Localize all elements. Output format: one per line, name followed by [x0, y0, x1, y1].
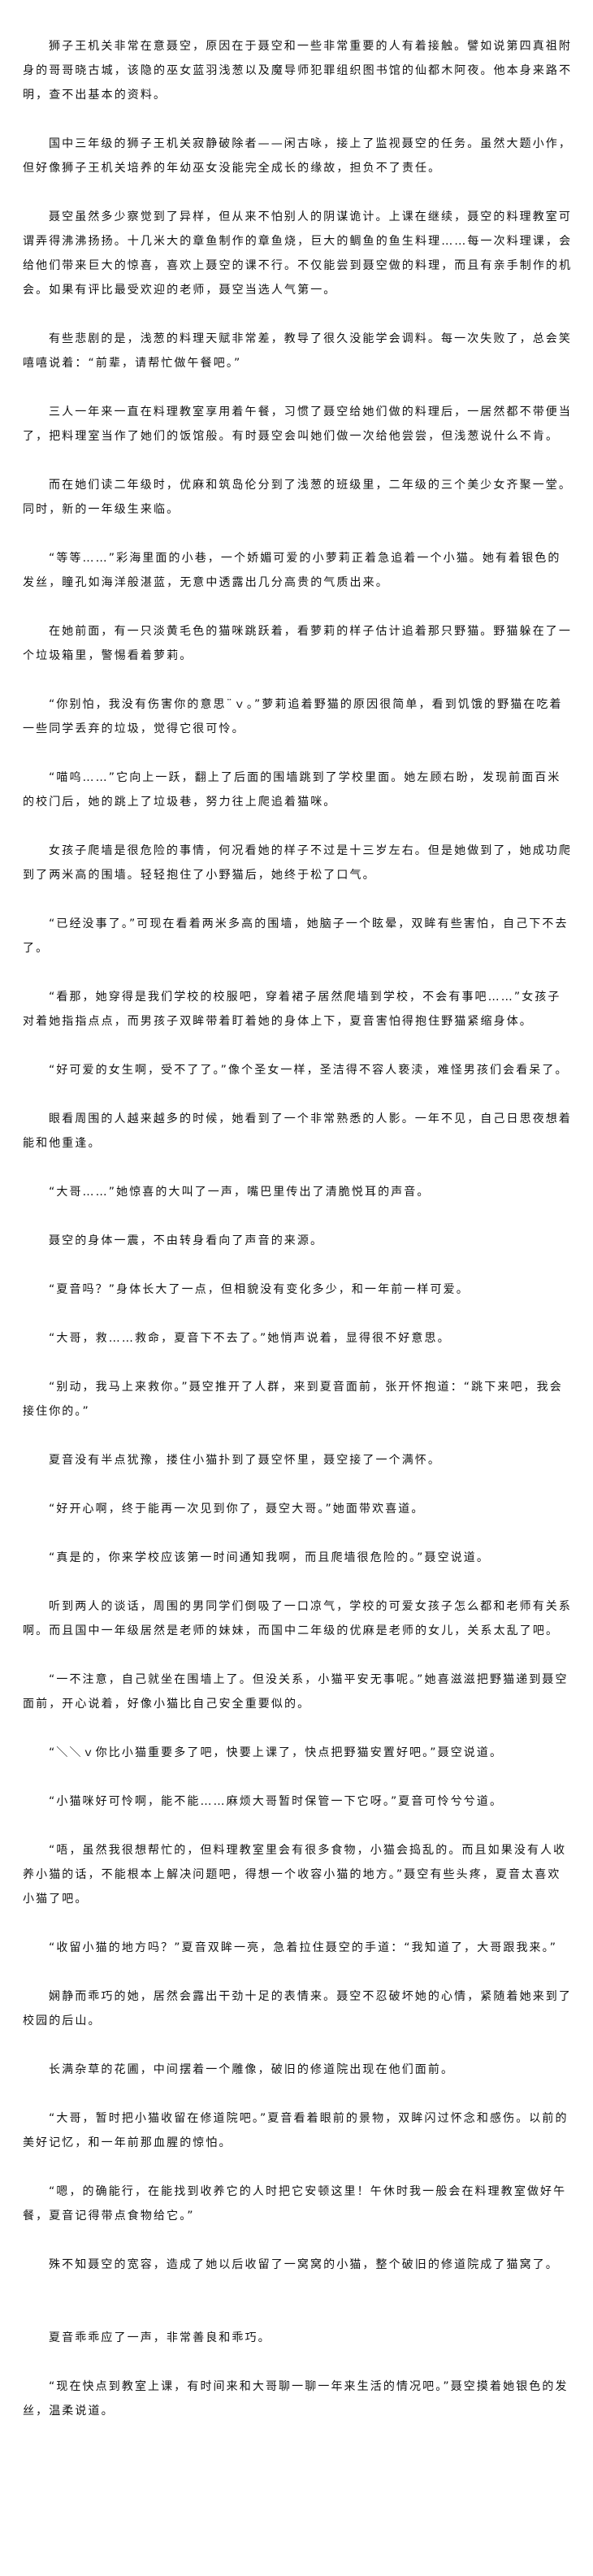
- paragraph: 娴静而乖巧的她，居然会露出干劲十足的表情来。聂空不忍破坏她的心情，紧随着她来到了…: [23, 1990, 572, 2027]
- paragraph: “小猫咪好可怜啊，能不能……麻烦大哥暂时保管一下它呀。”夏音可怜兮兮道。: [49, 1795, 504, 1808]
- paragraph: “大哥……”她惊喜的大叫了一声，嘴巴里传出了清脆悦耳的声音。: [49, 1186, 431, 1199]
- document-body: 狮子王机关非常在意聂空，原因在于聂空和一些非常重要的人有着接触。譬如说第四真祖附…: [23, 34, 574, 2448]
- paragraph: “好开心啊，终于能再一次见到你了，聂空大哥。”她面带欢喜道。: [49, 1503, 425, 1516]
- paragraph: “唔，虽然我很想帮忙的，但料理教室里会有很多食物，小猫会捣乱的。而且如果没有人收…: [23, 1844, 567, 1906]
- paragraph: 殊不知聂空的宽容，造成了她以后收留了一窝窝的小猫，整个破旧的修道院成了猫窝了。: [49, 2258, 559, 2271]
- paragraph: “大哥，暂时把小猫收留在修道院吧。”夏音看着眼前的景物，双眸闪过怀念和感伤。以前…: [23, 2112, 569, 2149]
- paragraph: 夏音没有半点犹豫，搂住小猫扑到了聂空怀里，聂空接了一个满怀。: [49, 1454, 441, 1467]
- paragraph: “现在快点到教室上课，有时间来和大哥聊一聊一年来生活的情况吧。”聂空摸着她银色的…: [23, 2380, 569, 2418]
- paragraph: “等等……”彩海里面的小巷，一个娇媚可爱的小萝莉正着急追着一个小猫。她有着银色的…: [23, 552, 561, 589]
- paragraph: “嗯，的确能行，在能找到收养它的人时把它安顿这里！午休时我一般会在料理教室做好午…: [23, 2185, 567, 2223]
- paragraph: 女孩子爬墙是很危险的事情，何况看她的样子不过是十三岁左右。但是她做到了，她成功爬…: [23, 844, 572, 882]
- paragraph: 三人一年来一直在料理教室享用着午餐，习惯了聂空给她们做的料理后，一居然都不带便当…: [23, 405, 572, 443]
- paragraph: “喵呜……”它向上一跃，翻上了后面的围墙跳到了学校里面。她左顾右盼，发现前面百米…: [23, 771, 561, 809]
- paragraph: 国中三年级的狮子王机关寂静破除者——闲古咏，接上了监视聂空的任务。虽然大题小作，…: [23, 137, 572, 175]
- paragraph: 有些悲剧的是，浅葱的料理天赋非常差，教导了很久没能学会调料。每一次失败了，总会笑…: [23, 332, 572, 370]
- paragraph: 而在她们读二年级时，优麻和筑岛伦分到了浅葱的班级里，二年级的三个美少女齐聚一堂。…: [23, 479, 572, 516]
- paragraph: “好可爱的女生啊，受不了了。”像个圣女一样，圣洁得不容人亵渎，难怪男孩们会看呆了…: [49, 1064, 569, 1077]
- paragraph: 听到两人的谈话，周围的男同学们倒吸了一口凉气，学校的可爱女孩子怎么都和老师有关系…: [23, 1600, 572, 1637]
- paragraph: “大哥，救……救命，夏音下不去了。”她悄声说着，显得很不好意思。: [49, 1332, 451, 1345]
- paragraph: 夏音乖乖应了一声，非常善良和乖巧。: [49, 2331, 271, 2344]
- paragraph: “收留小猫的地方吗？”夏音双眸一亮，急着拉住聂空的手道：“我知道了，大哥跟我来。…: [49, 1941, 558, 1954]
- paragraph: 聂空的身体一震，不由转身看向了声音的来源。: [49, 1234, 324, 1247]
- paragraph: “你别怕，我没有伤害你的意思¨ｖ。”萝莉追着野猫的原因很简单，看到饥饿的野猫在吃…: [23, 698, 563, 735]
- paragraph: “夏音吗？”身体长大了一点，但相貌没有变化多少，和一年前一样可爱。: [49, 1283, 470, 1296]
- paragraph: 在她前面，有一只淡黄毛色的猫咪跳跃着，看萝莉的样子估计追着那只野猫。野猫躲在了一…: [23, 625, 572, 662]
- paragraph: “看那，她穿得是我们学校的校服吧，穿着裙子居然爬墙到学校，不会有事吧……”女孩子…: [23, 991, 561, 1028]
- paragraph: 聂空虽然多少察觉到了异样，但从来不怕别人的阴谋诡计。上课在继续，聂空的料理教室可…: [23, 210, 573, 297]
- paragraph: “＼＼ｖ你比小猫重要多了吧，快要上课了，快点把野猫安置好吧。”聂空说道。: [49, 1746, 504, 1759]
- paragraph: 狮子王机关非常在意聂空，原因在于聂空和一些非常重要的人有着接触。譬如说第四真祖附…: [23, 40, 573, 102]
- paragraph: “一不注意，自己就坐在围墙上了。但没关系，小猫平安无事呢。”她喜滋滋把野猫递到聂…: [23, 1673, 569, 1711]
- paragraph: “别动，我马上来救你。”聂空推开了人群，来到夏音面前，张开怀抱道：“跳下来吧，我…: [23, 1381, 563, 1418]
- paragraph: 长满杂草的花圃，中间摆着一个雕像，破旧的修道院出现在他们面前。: [49, 2063, 455, 2076]
- paragraph: “已经没事了。”可现在看着两米多高的围墙，她脑子一个眩晕，双眸有些害怕，自己下不…: [23, 917, 569, 955]
- paragraph: 眼看周围的人越来越多的时候，她看到了一个非常熟悉的人影。一年不见，自己日思夜想着…: [23, 1112, 572, 1150]
- paragraph: “真是的，你来学校应该第一时间通知我啊，而且爬墙很危险的。”聂空说道。: [49, 1551, 491, 1564]
